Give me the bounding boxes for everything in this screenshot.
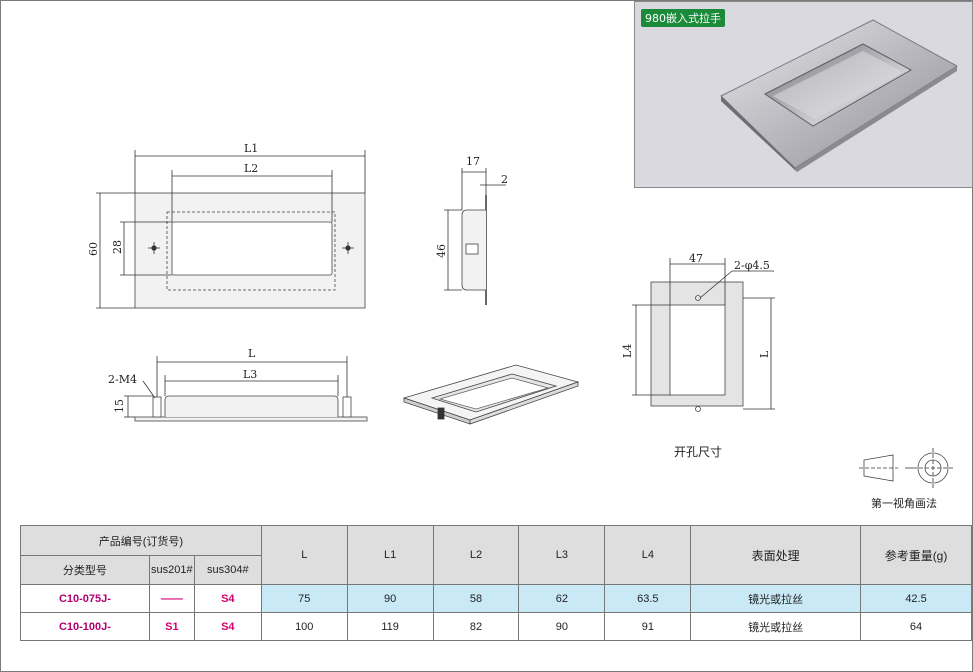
table-row: C10-075J- —— S4 75 90 58 62 63.5 镜光或拉丝 4…	[20, 584, 972, 613]
cutout-caption: 开孔尺寸	[674, 445, 723, 459]
header-l3: L3	[518, 525, 606, 585]
header-l4: L4	[604, 525, 692, 585]
table-header-row: 产品编号(订货号) L L1 L2 L3 L4 表面处理 参考重量(g)	[20, 525, 972, 585]
cutout-view: 47 2-φ4.5 L4 L	[621, 252, 775, 412]
header-l1: L1	[346, 525, 434, 585]
dim-hole: 2-φ4.5	[734, 259, 770, 272]
row-l1: 90	[346, 584, 434, 613]
header-sus201: sus201#	[148, 555, 195, 585]
dim-46: 46	[435, 244, 448, 258]
dim-15: 15	[113, 399, 126, 413]
technical-drawing: L1 L2 60 28 17 2 46 L L3 2-M4 15	[87, 142, 953, 488]
row-code: C10-100J-	[20, 612, 150, 641]
dim-17: 17	[466, 155, 480, 168]
row-surface: 镜光或拉丝	[690, 612, 862, 641]
row-l2: 58	[432, 584, 520, 613]
screw-mark-right	[342, 242, 354, 254]
front-view: L1 L2 60 28	[87, 142, 366, 309]
row-code: C10-075J-	[20, 584, 150, 613]
dim-l: L	[248, 347, 256, 360]
bottom-view: L L3 2-M4 15	[108, 347, 368, 422]
dim-28: 28	[111, 240, 124, 254]
handle-photo-image	[720, 19, 958, 172]
header-surface: 表面处理	[690, 525, 862, 585]
header-l: L	[260, 525, 348, 585]
dim-l1: L1	[244, 142, 258, 155]
header-sus304: sus304#	[193, 555, 262, 585]
row-sus201: S1	[148, 612, 195, 641]
photo-label: 980嵌入式拉手	[641, 9, 725, 27]
dim-47: 47	[689, 252, 703, 265]
row-weight: 64	[860, 612, 972, 641]
row-sus304: S4	[193, 584, 262, 613]
row-sus304: S4	[193, 612, 262, 641]
dim-l2: L2	[244, 162, 258, 175]
row-weight: 42.5	[860, 584, 972, 613]
projection-symbol	[859, 448, 953, 488]
side-view: 17 2 46	[435, 155, 508, 305]
isometric-view	[402, 364, 580, 425]
row-surface: 镜光或拉丝	[690, 584, 862, 613]
table-subheader-row: 分类型号 sus201# sus304#	[20, 555, 972, 585]
dim-60: 60	[87, 242, 100, 256]
dim-l4: L4	[621, 344, 634, 358]
row-l: 100	[260, 612, 348, 641]
header-weight: 参考重量(g)	[860, 525, 972, 585]
row-l4: 63.5	[604, 584, 692, 613]
header-product-code: 产品编号(订货号)	[20, 525, 262, 556]
dim-l3: L3	[243, 368, 257, 381]
table-row: C10-100J- S1 S4 100 119 82 90 91 镜光或拉丝 6…	[20, 612, 972, 641]
row-l3: 90	[518, 612, 606, 641]
spec-table: 产品编号(订货号) L L1 L2 L3 L4 表面处理 参考重量(g) 分类型…	[20, 525, 972, 641]
row-l: 75	[260, 584, 348, 613]
dim-2: 2	[501, 173, 508, 186]
row-sus201: ——	[148, 584, 195, 613]
header-category: 分类型号	[20, 555, 150, 585]
row-l1: 119	[346, 612, 434, 641]
screw-mark-left	[148, 242, 160, 254]
header-l2: L2	[432, 525, 520, 585]
row-l2: 82	[432, 612, 520, 641]
dim-m4: 2-M4	[108, 373, 137, 386]
row-l4: 91	[604, 612, 692, 641]
projection-caption: 第一视角画法	[871, 497, 937, 510]
dim-l-vertical: L	[758, 350, 771, 358]
row-l3: 62	[518, 584, 606, 613]
product-photo: 980嵌入式拉手	[634, 1, 973, 188]
